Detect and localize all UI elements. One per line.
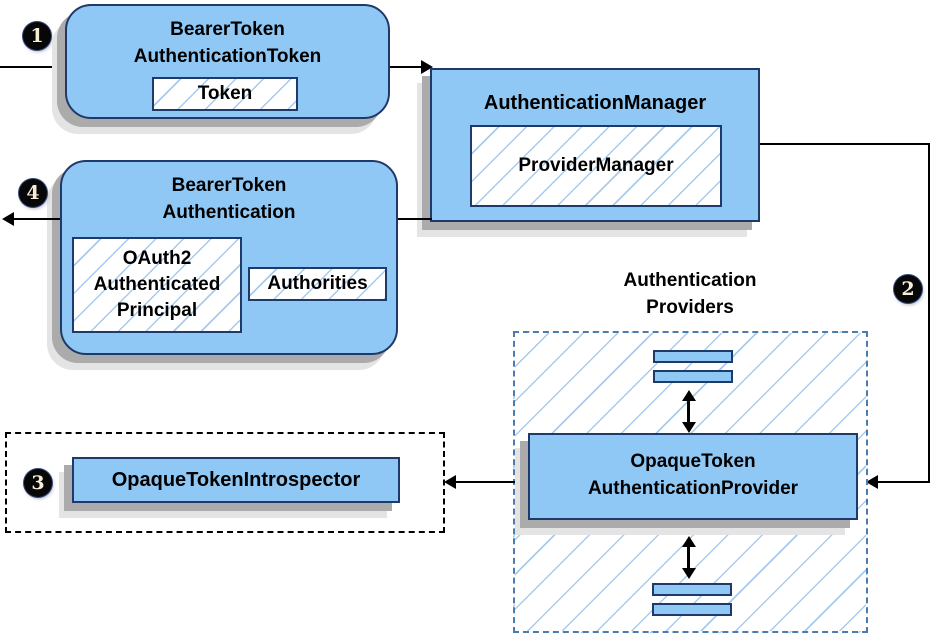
title-line: BearerToken [170,19,285,40]
principal-line: OAuth2 [122,248,192,269]
step-3-badge: 3 [24,469,52,497]
title-line: BearerToken [171,175,287,196]
node-title: AuthenticationManager [483,92,707,114]
provider-placeholder-bar-top-1 [653,350,733,363]
arrowhead-down [682,422,696,433]
node-opaque-token-introspector: OpaqueTokenIntrospector [72,457,400,503]
node-bearer-token-authentication-token: BearerToken AuthenticationToken Token [65,4,390,119]
double-arrow-bottom [682,536,696,579]
arrowhead-into-provider [866,475,878,489]
arrowhead-into-introspector [444,475,456,489]
connector-step2-top [760,143,930,145]
arrowhead-down [682,568,696,579]
arrow-stem [687,398,690,425]
authentication-providers-label: Authentication Providers [565,267,815,321]
node-title: OpaqueToken AuthenticationProvider [530,435,856,502]
title-line: AuthenticationProvider [587,478,799,499]
node-title: BearerToken AuthenticationToken [67,6,388,70]
connector-step2-bottom [877,481,930,483]
arrowhead-step4-left [2,212,14,226]
step-4-badge: 4 [19,179,47,207]
oauth2-authenticated-principal-subbox: OAuth2 Authenticated Principal [72,237,242,333]
provider-placeholder-bar-bottom-1 [652,583,732,596]
arrow-stem [687,544,690,571]
provider-placeholder-bar-top-2 [653,370,733,383]
node-title: BearerToken Authentication [62,162,396,226]
authorities-subbox: Authorities [248,267,387,301]
step-1-badge: 1 [23,22,51,50]
provider-manager-subbox: ProviderManager [470,125,722,207]
principal-line: Authenticated [93,274,221,295]
title-line: AuthenticationToken [133,46,322,67]
token-subbox: Token [152,77,298,111]
double-arrow-top [682,390,696,433]
connector-token-to-manager [390,66,422,68]
title-line: OpaqueToken [630,451,756,472]
principal-line: Principal [116,300,198,321]
label-line: Authentication [623,270,757,291]
provider-placeholder-bar-bottom-2 [652,603,732,616]
arrowhead-up [682,390,696,401]
node-opaque-token-authentication-provider: OpaqueToken AuthenticationProvider [528,433,858,520]
connector-manager-to-authentication [398,218,432,220]
connector-request-line [0,66,66,68]
title-line: Authentication [162,202,296,223]
connector-provider-to-introspector [455,481,515,483]
node-authentication-manager: AuthenticationManager ProviderManager [430,68,760,222]
label-line: Providers [646,297,734,318]
arrowhead-up [682,536,696,547]
step-2-badge: 2 [894,275,922,303]
node-bearer-token-authentication: BearerToken Authentication OAuth2 Authen… [60,160,398,355]
connector-step2-vertical [928,143,930,483]
connector-step4-out [12,218,60,220]
